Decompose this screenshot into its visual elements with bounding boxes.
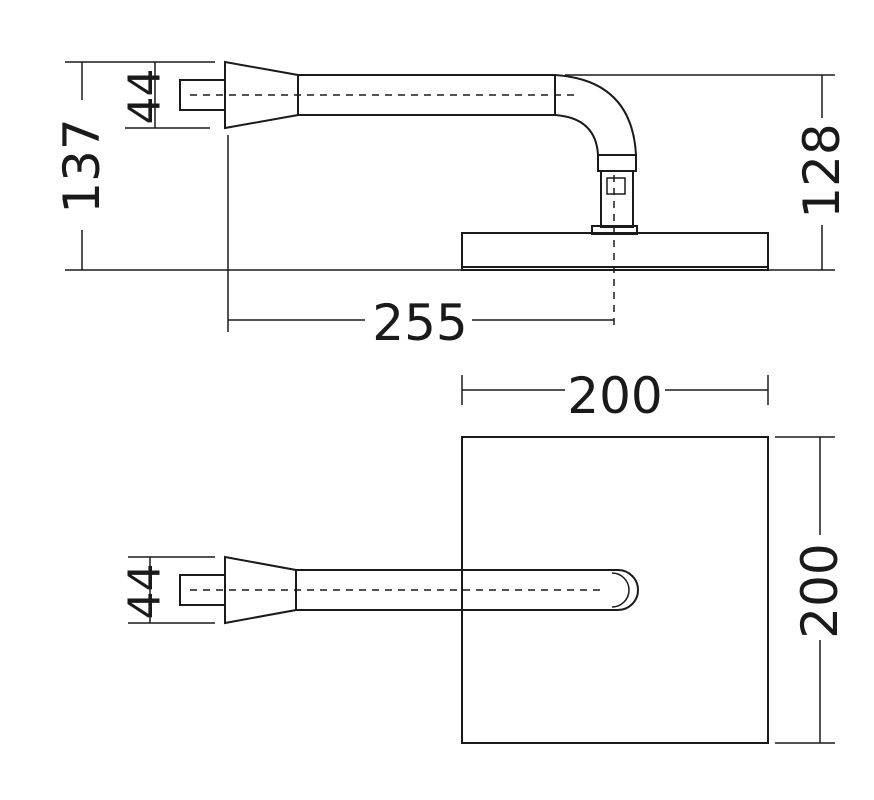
dim-label-255: 255 — [372, 294, 467, 352]
dim-label-137: 137 — [53, 118, 111, 213]
side-view: 137 44 128 255 — [53, 60, 851, 352]
ball-joint — [600, 170, 634, 228]
dim-label-44-side: 44 — [120, 69, 171, 125]
dim-label-128: 128 — [793, 123, 851, 218]
dim-label-200-depth: 200 — [791, 543, 849, 638]
dim-label-200-width: 200 — [567, 367, 662, 425]
shower-arm-top — [296, 569, 639, 611]
shower-arm-pipe — [298, 74, 638, 156]
shower-head-top — [461, 436, 769, 744]
arm-end-cap — [611, 572, 630, 608]
shower-head-side — [461, 232, 769, 271]
top-view: 200 200 44 — [120, 367, 849, 744]
dim-label-44-top: 44 — [120, 564, 171, 620]
swivel-nut — [597, 154, 637, 172]
ball-joint-inner — [606, 177, 626, 195]
